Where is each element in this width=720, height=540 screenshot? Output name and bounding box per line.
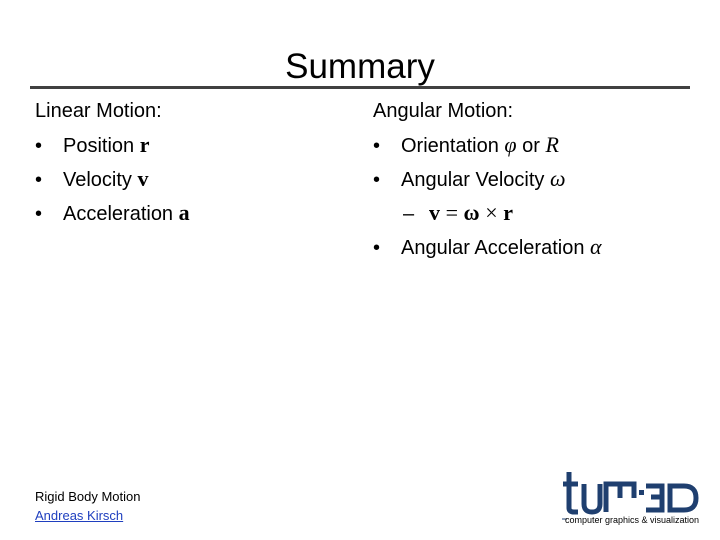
bullet: • [35, 135, 43, 157]
linear-motion-column: Linear Motion: • Position r • Velocity v •… [35, 94, 190, 230]
bullet: • [35, 169, 43, 191]
logo-letter-3 [646, 483, 665, 513]
footer-topic: Rigid Body Motion [35, 489, 141, 504]
logo-letter-u [581, 484, 603, 515]
list-item-position: • Position r [35, 128, 190, 162]
relation-times: × [485, 200, 498, 225]
sub-bullet-dash: – [403, 203, 415, 225]
list-item-orientation: • Orientation φ or R [373, 128, 602, 162]
angular-velocity-label: Angular Velocity [401, 169, 545, 191]
slide-title: Summary [285, 47, 435, 86]
list-item-angular-acceleration: • Angular Acceleration α [373, 230, 602, 264]
bullet: • [373, 135, 381, 157]
relation-omega: ω [463, 200, 480, 225]
list-item-velocity: • Velocity v [35, 162, 190, 196]
orientation-matrix-symbol: R [545, 132, 559, 157]
orientation-connector: or [522, 135, 540, 157]
angular-acceleration-symbol: α [590, 234, 602, 259]
relation-lhs: v [429, 200, 440, 225]
angular-motion-column: Angular Motion: • Orientation φ or R • Ang… [373, 94, 602, 264]
velocity-symbol: v [137, 166, 149, 191]
angular-acceleration-label: Angular Acceleration [401, 237, 585, 259]
logo-subtitle: computer graphics & visualization [565, 515, 700, 525]
velocity-label: Velocity [63, 169, 132, 191]
relation-equals: = [445, 200, 458, 225]
logo-letter-t [566, 472, 578, 515]
footer-author-link[interactable]: Andreas Kirsch [35, 508, 124, 523]
position-symbol: r [139, 132, 150, 157]
logo-letter-d [667, 483, 699, 513]
acceleration-label: Acceleration [63, 203, 174, 225]
orientation-phi-symbol: φ [504, 132, 517, 157]
angular-motion-heading: Angular Motion: [373, 100, 514, 122]
acceleration-symbol: a [178, 200, 190, 225]
position-label: Position [63, 135, 135, 157]
title-underline [30, 86, 690, 89]
bullet: • [373, 169, 381, 191]
logo-dot [639, 490, 644, 495]
bullet: • [35, 203, 43, 225]
relation-rhs: r [503, 200, 513, 225]
orientation-label: Orientation [401, 135, 499, 157]
velocity-relation: –v = ω × r [373, 196, 602, 230]
tum3d-logo [562, 472, 699, 520]
bullet: • [373, 237, 381, 259]
footer: Rigid Body Motion Andreas Kirsch [35, 487, 141, 525]
list-item-angular-velocity: • Angular Velocity ω [373, 162, 602, 196]
linear-motion-heading: Linear Motion: [35, 100, 162, 122]
angular-velocity-symbol: ω [549, 166, 566, 191]
list-item-acceleration: • Acceleration a [35, 196, 190, 230]
